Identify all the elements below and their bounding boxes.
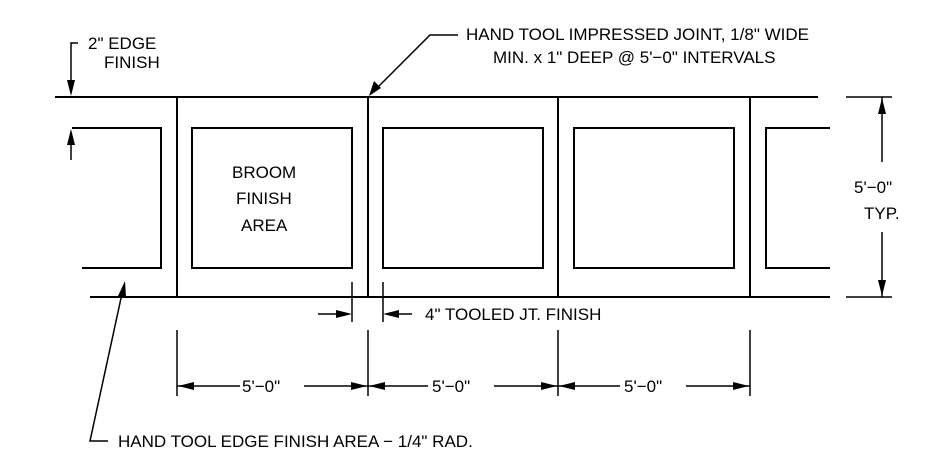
joint-note-leader <box>373 34 458 92</box>
typ-dim-arrow-top <box>878 98 886 114</box>
edge-finish-label-line2: FINISH <box>104 53 160 72</box>
bottom-dim-2-arrow-left <box>369 382 385 390</box>
bottom-dim-3-arrow-left <box>559 382 575 390</box>
broom-panel-2 <box>382 127 544 269</box>
typ-dim-arrow-bottom <box>878 280 886 296</box>
right-partial-panel <box>765 127 830 269</box>
broom-label-line2: FINISH <box>236 189 292 208</box>
bottom-dim-1-label: 5'−0" <box>242 377 280 396</box>
edge-area-label: HAND TOOL EDGE FINISH AREA − 1/4" RAD. <box>118 432 473 451</box>
bottom-dim-1-arrow-left <box>178 382 194 390</box>
edge-finish-arrow-top <box>67 80 75 96</box>
broom-panel-1 <box>191 127 353 269</box>
broom-label-line3: AREA <box>241 216 288 235</box>
typ-dim-label-line2: TYP. <box>864 204 900 223</box>
bottom-dim-1-arrow-right <box>351 382 367 390</box>
tooled-jt-label: 4" TOOLED JT. FINISH <box>425 305 601 324</box>
joint-note-line2: MIN. x 1" DEEP @ 5'−0" INTERVALS <box>493 48 775 67</box>
tooled-jt-arrow-left <box>336 310 352 318</box>
broom-label-line1: BROOM <box>232 163 296 182</box>
typ-dim-label-line1: 5'−0" <box>854 178 892 197</box>
edge-finish-leader <box>70 42 78 86</box>
bottom-dim-3-label: 5'−0" <box>624 377 662 396</box>
bottom-dim-2-label: 5'−0" <box>432 377 470 396</box>
edge-area-leader <box>89 288 124 442</box>
edge-finish-label-line1: 2" EDGE <box>88 34 156 53</box>
bottom-dim-3-arrow-right <box>733 382 749 390</box>
bottom-dim-2-arrow-right <box>541 382 557 390</box>
edge-area-arrow <box>118 281 126 297</box>
broom-panel-3 <box>573 127 735 269</box>
edge-finish-arrow-bottom <box>67 129 75 145</box>
left-partial-panel <box>72 127 162 269</box>
joint-note-arrow <box>369 81 381 96</box>
joint-note-line1: HAND TOOL IMPRESSED JOINT, 1/8" WIDE <box>466 25 809 44</box>
tooled-jt-arrow-right <box>383 310 399 318</box>
